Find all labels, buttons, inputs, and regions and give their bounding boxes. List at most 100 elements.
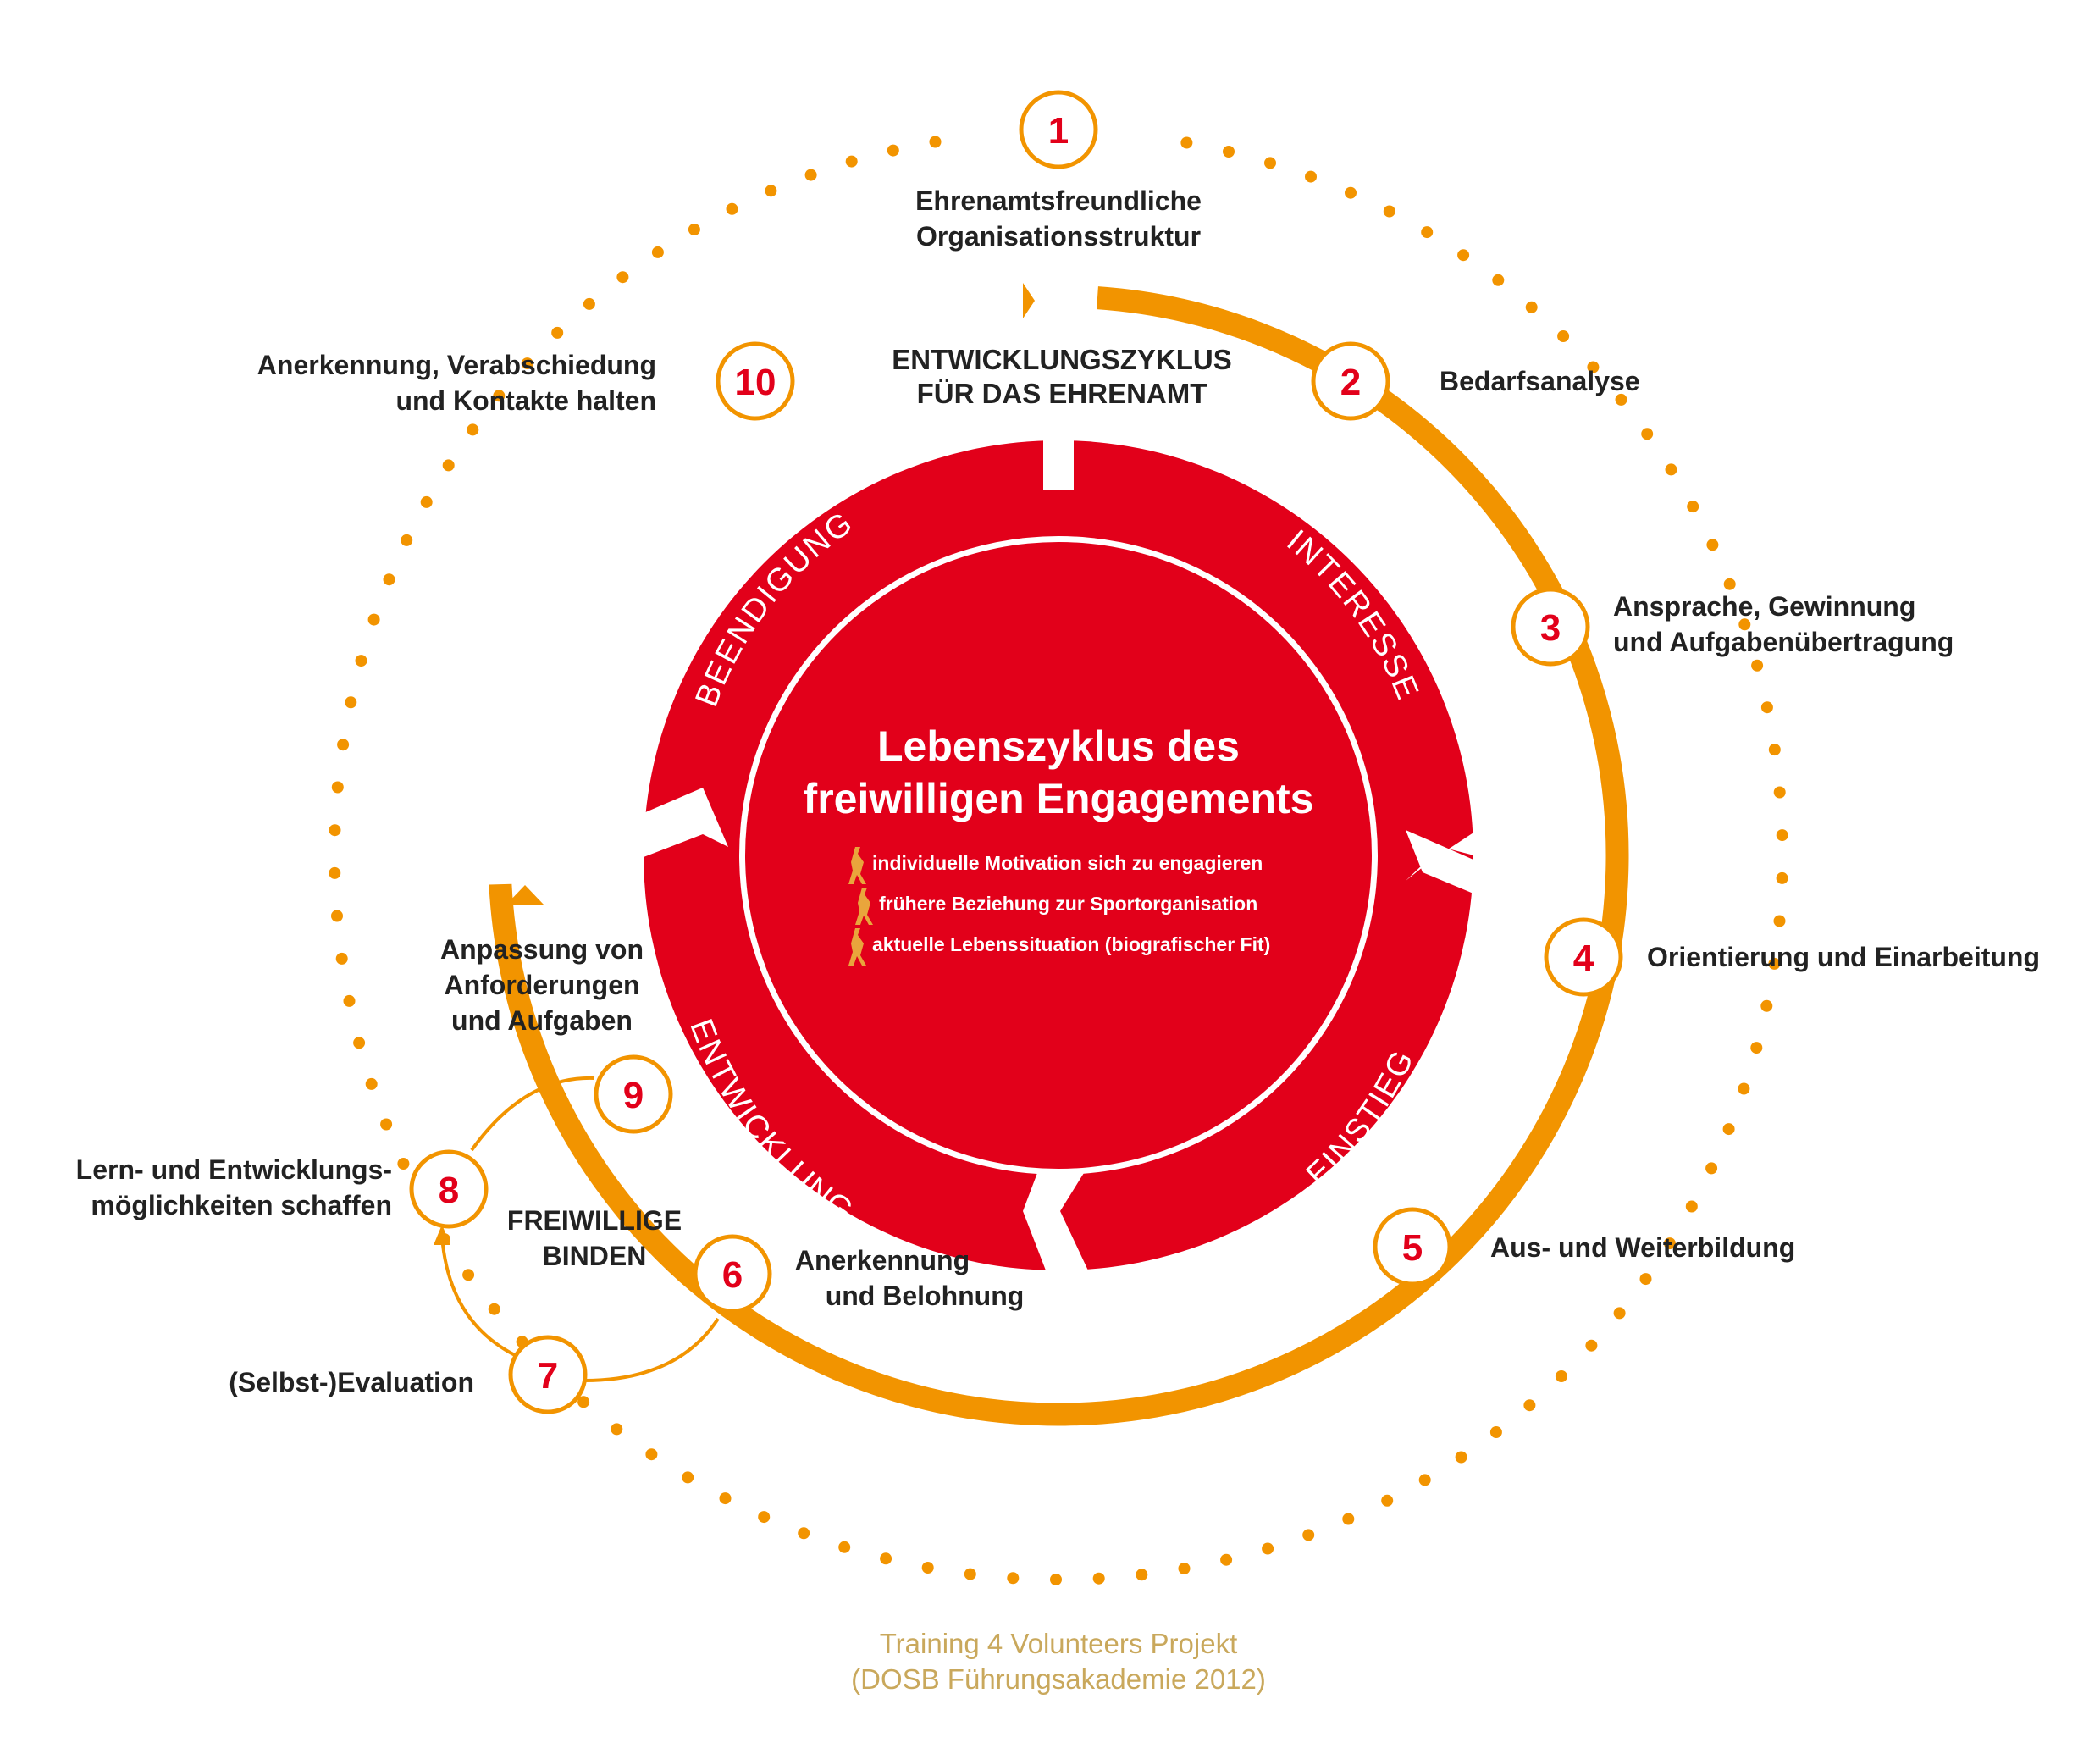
ring-dot [1750,1042,1763,1054]
step-6-label-line2: und Belohnung [826,1281,1025,1311]
ring-dot [1178,1563,1191,1574]
ring-dot [682,1471,694,1484]
ring-dot [331,781,344,794]
outer-dotted-ring [329,136,1788,1585]
ring-dot [1092,1572,1105,1585]
ring-dot [804,169,817,181]
step-6-badge [693,1234,772,1314]
ring-dot [583,297,595,310]
step-1-label-line2: Organisationsstruktur [916,221,1201,252]
ring-dot [1523,1399,1536,1412]
ring-dot [442,459,455,472]
step-3-badge [1511,587,1590,667]
ring-dot [1760,701,1773,714]
step-3-label-line1: Ansprache, Gewinnung [1613,591,1915,622]
bind-subcycle: FREIWILLIGE BINDEN [434,1076,720,1382]
ring-dot [337,739,350,751]
ring-dot [719,1492,732,1505]
factor-3: aktuelle Lebenssituation (biografischer … [872,933,1270,955]
ring-dot [645,1448,658,1461]
step-1-label-line1: Ehrenamtsfreundliche [915,185,1202,216]
step-2-badge [1311,341,1390,421]
ring-dot [1418,1474,1431,1486]
ring-dot [1773,915,1786,927]
ring-dot [1421,226,1434,239]
ring-dot [1264,157,1276,169]
credit-line1: Training 4 Volunteers Projekt [880,1628,1238,1659]
ring-dot [1776,829,1788,842]
step-7: 7 (Selbst-)Evaluation [229,1335,588,1414]
ring-dot [365,1077,378,1090]
ring-dot [964,1568,976,1580]
ring-dot [383,573,395,586]
step-6-number: 6 [722,1254,743,1296]
ring-dot [1615,393,1628,406]
step-5-badge [1373,1207,1452,1286]
ring-dot [1706,539,1719,551]
step-7-badge [508,1335,588,1414]
separator-top [1043,423,1074,490]
ring-dot [578,1396,590,1408]
arrowhead-left [506,885,544,905]
ring-dot [1345,186,1357,199]
ring-dot [921,1562,934,1574]
ring-dot [1223,146,1235,158]
step-8-label-line2: möglichkeiten schaffen [91,1190,392,1220]
ring-dot [1383,205,1395,218]
ring-dot [1007,1572,1020,1585]
ring-dot [1613,1307,1626,1320]
step-9-number: 9 [623,1075,644,1116]
arrowhead-top [1023,283,1035,318]
ring-dot [616,271,629,284]
ring-dot [355,655,368,667]
bind-label-line2: BINDEN [543,1241,647,1271]
ring-dot [488,1303,500,1315]
figure-icon [848,928,866,966]
ring-dot [1751,659,1764,672]
step-10-badge [716,341,795,421]
ring-dot [462,1269,475,1281]
ring-dot [1302,1529,1315,1541]
step-6: 6 Anerkennung und Belohnung [693,1234,1025,1314]
ring-dot [1760,999,1773,1012]
step-2-label: Bedarfsanalyse [1440,366,1640,396]
ring-dot [467,423,479,436]
ring-dot [1342,1513,1355,1525]
ring-dot [1663,1237,1676,1250]
ring-dot [1557,330,1570,342]
ring-dot [880,1552,892,1565]
ring-dot [798,1527,810,1540]
ring-dot [1457,249,1470,262]
figure-icon [855,888,873,925]
ring-dot [380,1118,393,1131]
ring-dot [1768,744,1781,756]
factor-list: individuelle Motivation sich zu engagier… [848,847,1270,966]
adjust-label-line3: und Aufgaben [451,1005,633,1036]
separator-right-b [1406,830,1473,894]
ring-dot [688,224,700,235]
ring-dot [1489,1426,1502,1438]
step-9-badge [594,1054,673,1134]
step-4-badge [1544,917,1623,997]
ring-dot [345,696,357,709]
adjust-label-line1: Anpassung von [440,934,644,965]
credit-line2: (DOSB Führungsakademie 2012) [851,1663,1266,1695]
ring-dot [1455,1451,1467,1464]
ring-dot [1685,1200,1698,1213]
ring-dot [329,824,341,837]
ring-dot [726,202,738,215]
center-title-line2: freiwilligen Engagements [804,775,1314,822]
ring-dot [1738,1082,1750,1095]
ring-dot [845,155,858,168]
ring-dot [651,246,664,258]
arrowhead-right-start [1086,283,1097,318]
step-10-number: 10 [735,362,776,403]
ring-dot [765,185,777,197]
ring-dot [1639,1273,1652,1286]
step-3-label-line2: und Aufgabenübertragung [1613,627,1954,657]
step-2-number: 2 [1340,362,1361,403]
ring-dot [335,952,348,965]
step-1: 1 Ehrenamtsfreundliche Organisationsstru… [915,90,1202,252]
step-1-badge [1019,90,1098,169]
ring-dot [1136,1569,1148,1581]
